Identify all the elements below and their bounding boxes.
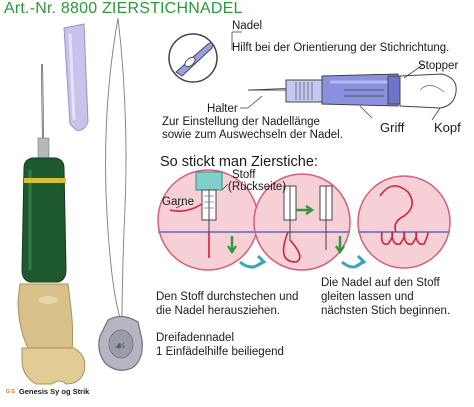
howto-heading: So stickt man Zierstiche: xyxy=(160,154,318,170)
threader-line2: 1 Einfädelhilfe beiliegend xyxy=(156,346,284,358)
step2-text-line2: gleiten lassen und xyxy=(321,291,414,303)
page-title: Art.-Nr. 8800 ZIERSTICHNADEL xyxy=(4,0,243,17)
head-label: Kopf xyxy=(434,120,461,135)
threader-wire: ☙ xyxy=(98,17,143,371)
stopper-label: Stopper xyxy=(418,60,459,72)
tool-drawing xyxy=(247,73,457,109)
needle-cap xyxy=(63,23,89,131)
yarn-label: Garne xyxy=(162,196,194,208)
punch-needle-tool xyxy=(17,63,86,385)
brand-logo-mark: G-S xyxy=(6,389,15,396)
fabric-label-line1: Stoff xyxy=(232,169,256,181)
holder-label: Halter xyxy=(207,103,238,115)
step3-circle xyxy=(357,175,451,269)
step2-circle xyxy=(253,173,351,271)
holder-description-line1: Zur Einstellung der Nadellänge xyxy=(162,116,320,128)
holder-description-line2: sowie zum Auswechseln der Nadel. xyxy=(162,129,343,141)
needle-label: Nadel xyxy=(232,20,263,32)
step2-text-line3: nächsten Stich beginnen. xyxy=(321,305,451,317)
fabric-label-line2: (Rückseite) xyxy=(228,181,287,193)
step1-circle xyxy=(157,169,259,271)
threader-line1: Dreifadennadel xyxy=(156,332,235,344)
needle-description: Hilft bei der Orientierung der Stichrich… xyxy=(232,42,450,54)
step1-text-line1: Den Stoff durchstechen und xyxy=(156,291,299,303)
step1-text-line2: die Nadel herausziehen. xyxy=(156,305,281,317)
step2-text-line1: Die Nadel auf den Stoff xyxy=(321,277,440,289)
svg-text:☙: ☙ xyxy=(114,339,126,354)
grip-label: Griff xyxy=(380,120,405,135)
brand-text: Genesis Sy og Strik xyxy=(18,387,90,396)
